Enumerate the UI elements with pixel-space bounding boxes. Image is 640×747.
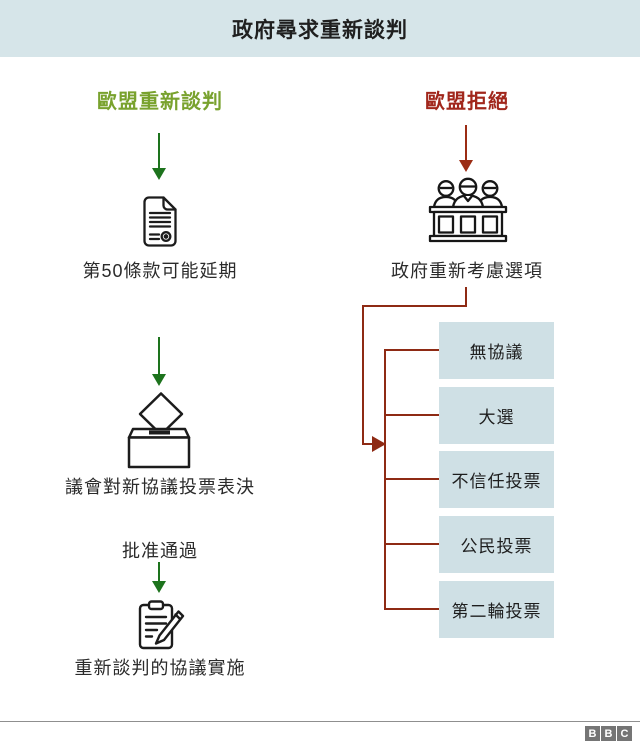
step-label-article50: 第50條款可能延期: [82, 261, 238, 281]
step-label-implement: 重新談判的協議實施: [74, 658, 246, 678]
connector-line: [465, 287, 467, 306]
arrow-stem: [157, 337, 161, 374]
step-label-approval: 批准通過: [122, 541, 198, 561]
arrow-stem: [157, 562, 161, 581]
connector-line: [362, 305, 467, 307]
option-box-second-vote: 第二輪投票: [439, 581, 554, 638]
connector-stub: [384, 478, 439, 480]
connector-line: [362, 443, 374, 445]
connector-arrow-head: [372, 436, 386, 452]
arrow-head: [152, 168, 166, 180]
connector-stub: [384, 414, 439, 416]
connector-stub: [384, 349, 439, 351]
green-down-arrow-icon: [152, 337, 166, 386]
footer-divider: [0, 721, 640, 722]
left-column-header: 歐盟重新談判: [97, 91, 223, 113]
green-down-arrow-icon: [152, 133, 166, 180]
option-box-referendum: 公民投票: [439, 516, 554, 573]
committee-icon: [424, 177, 512, 245]
clipboard-pencil-icon: [138, 600, 185, 650]
document-icon: [143, 196, 177, 247]
arrow-stem: [464, 125, 468, 160]
step-label-parliament-vote: 議會對新協議投票表決: [65, 477, 255, 497]
red-down-arrow-icon: [459, 125, 473, 172]
arrow-head: [152, 581, 166, 593]
arrow-stem: [157, 133, 161, 168]
option-box-no-deal: 無協議: [439, 322, 554, 379]
connector-stub: [384, 543, 439, 545]
step-label-reconsider: 政府重新考慮選項: [391, 261, 543, 281]
title-banner: 政府尋求重新談判: [0, 0, 640, 57]
bbc-logo-letter: C: [617, 726, 632, 741]
arrow-head: [152, 374, 166, 386]
page-title: 政府尋求重新談判: [232, 18, 408, 42]
option-box-no-confidence-vote: 不信任投票: [439, 451, 554, 508]
bbc-logo-letter: B: [585, 726, 600, 741]
arrow-head: [459, 160, 473, 172]
bbc-logo-letter: B: [601, 726, 616, 741]
green-down-arrow-icon: [152, 562, 166, 593]
connector-line: [362, 305, 364, 445]
option-box-general-election: 大選: [439, 387, 554, 444]
ballot-box-icon: [124, 391, 194, 469]
connector-stub: [384, 608, 439, 610]
bbc-logo: B B C: [585, 726, 632, 741]
right-column-header: 歐盟拒絕: [425, 91, 509, 113]
connector-spine: [384, 350, 386, 610]
